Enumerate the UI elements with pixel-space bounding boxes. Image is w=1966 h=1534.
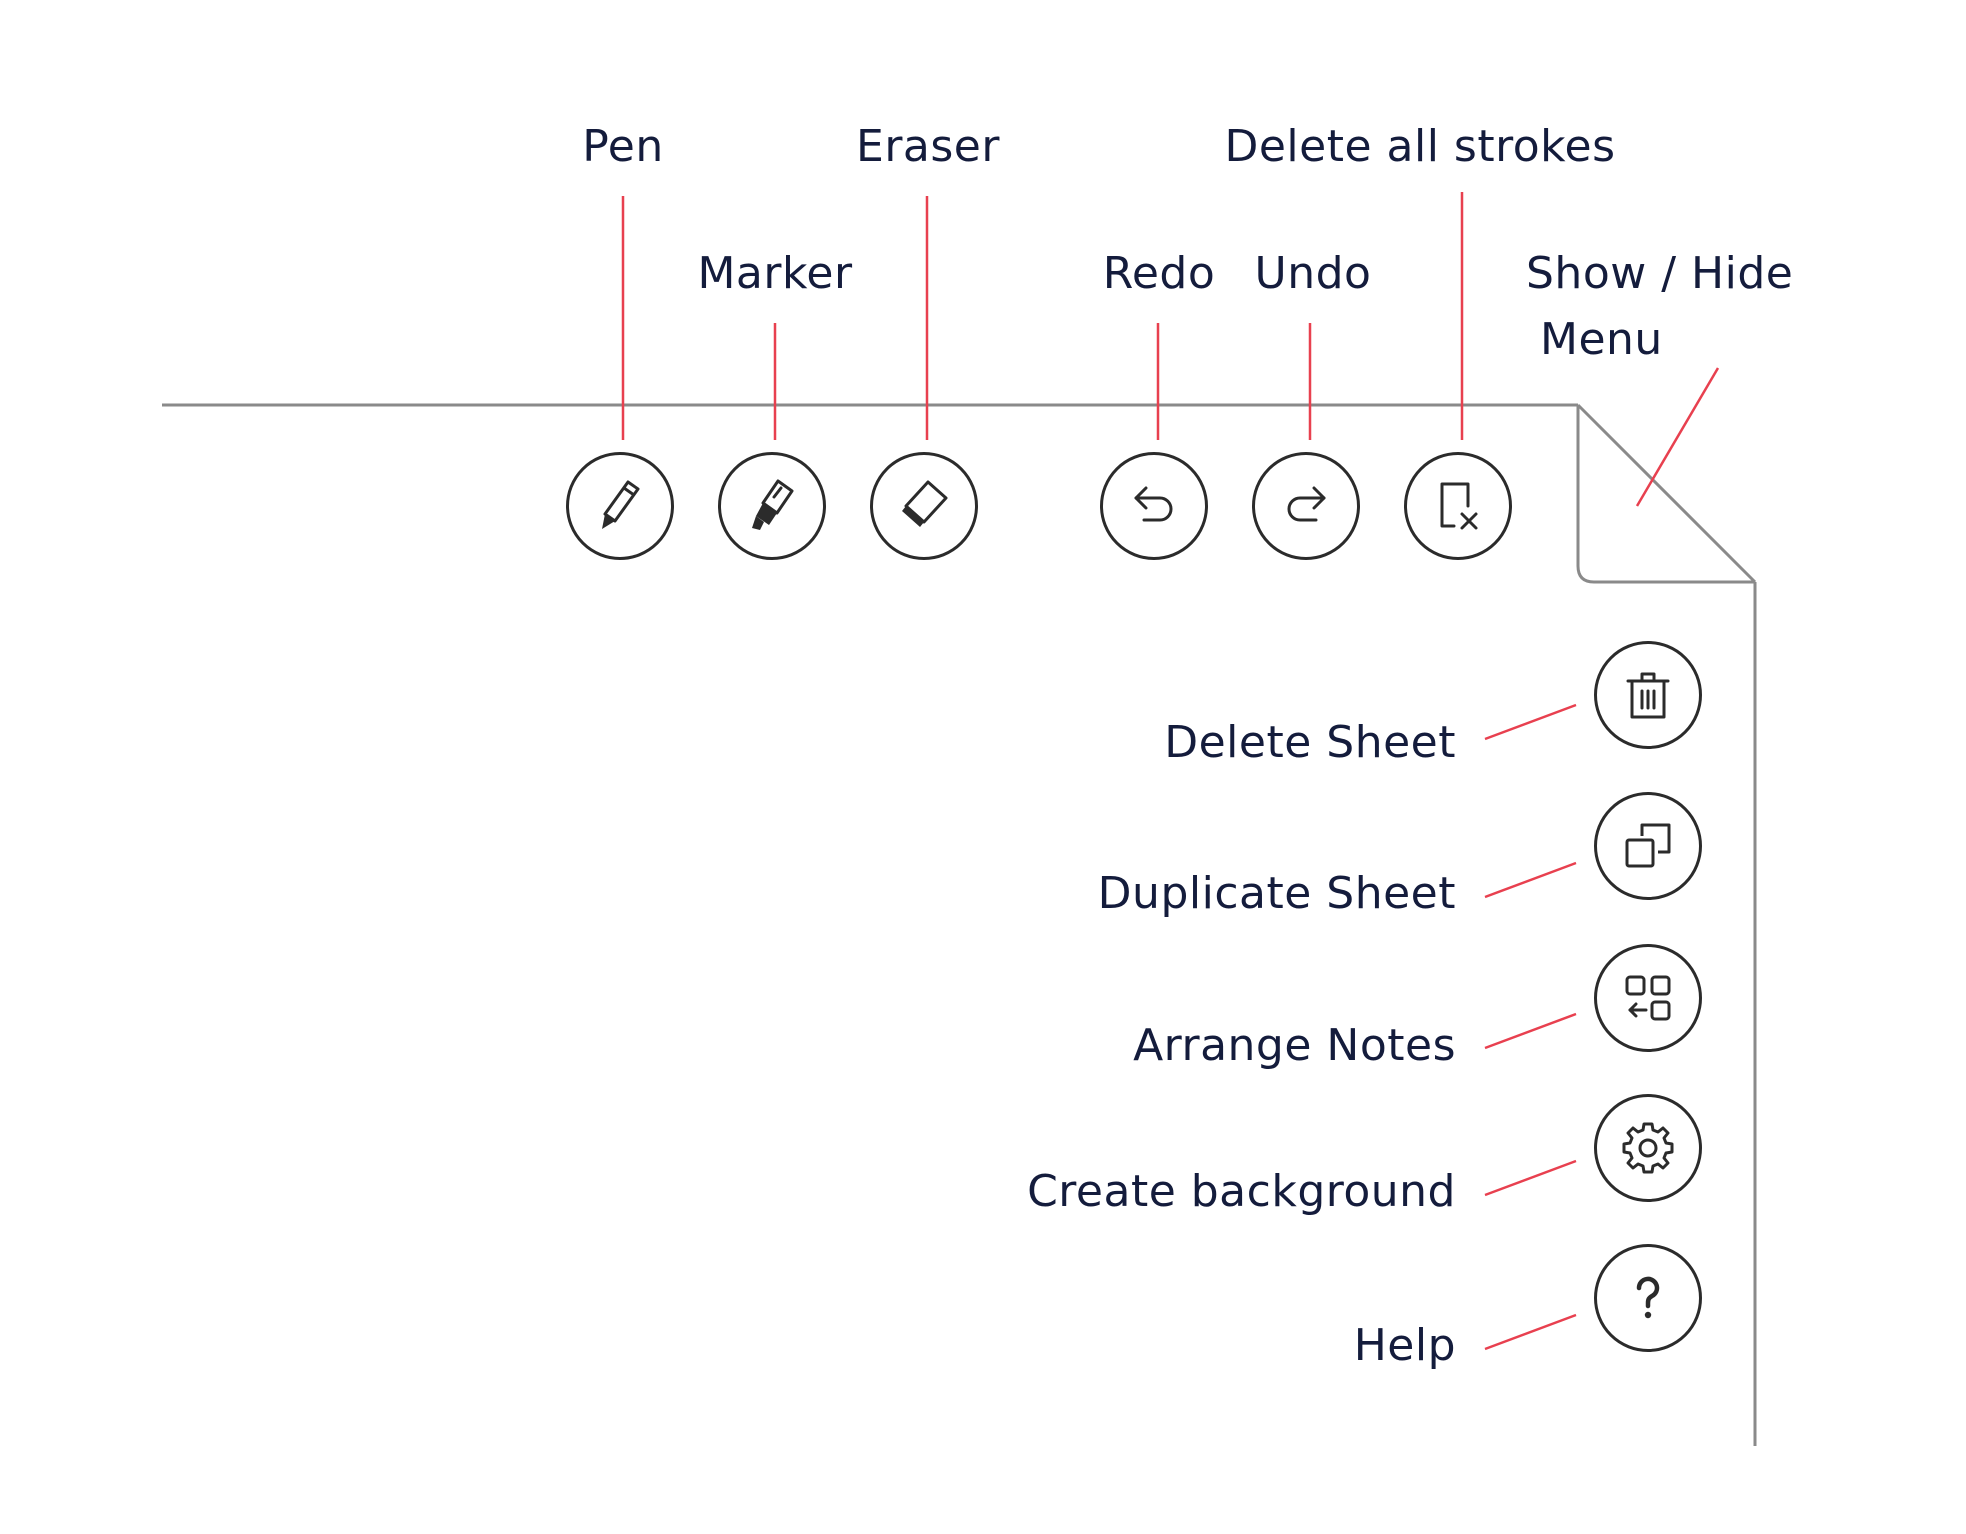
eraser-icon <box>902 480 948 527</box>
marker-button[interactable] <box>718 452 826 560</box>
show-hide-label-line1: Show / Hide <box>1526 248 1794 299</box>
pencil-icon <box>602 480 640 529</box>
callout-line-duplicate-sheet <box>1484 861 1577 899</box>
eraser-label: Eraser <box>856 121 1000 172</box>
undo-icon <box>1287 486 1326 522</box>
sheet-corner-diagonal <box>1576 403 1757 584</box>
undo-button[interactable] <box>1252 452 1360 560</box>
delete-sheet-label: Delete Sheet <box>1164 717 1456 768</box>
help-label: Help <box>1353 1320 1456 1371</box>
redo-label: Redo <box>1102 248 1216 299</box>
duplicate-sheet-button[interactable] <box>1594 792 1702 900</box>
clear-strokes-icon <box>1440 482 1478 530</box>
create-background-label: Create background <box>1027 1166 1456 1217</box>
create-background-button[interactable] <box>1594 1094 1702 1202</box>
question-mark-icon <box>1636 1276 1660 1319</box>
pen-label: Pen <box>582 121 664 172</box>
trash-icon <box>1626 672 1670 719</box>
callout-line-arrange-notes <box>1484 1012 1577 1050</box>
page-corner-fold-icon <box>1580 408 1581 409</box>
pen-button[interactable] <box>566 452 674 560</box>
sheet-outline <box>162 403 1757 1446</box>
delete-all-strokes-button[interactable] <box>1404 452 1512 560</box>
delete-all-strokes-label: Delete all strokes <box>1224 121 1616 172</box>
callout-line-create-background <box>1484 1159 1577 1197</box>
marker-label: Marker <box>697 248 853 299</box>
arrange-notes-button[interactable] <box>1594 944 1702 1052</box>
callout-lines <box>621 192 1720 1351</box>
callout-line-delete-sheet <box>1484 703 1577 741</box>
arrange-icon <box>1625 975 1671 1021</box>
duplicate-sheet-label: Duplicate Sheet <box>1097 868 1456 919</box>
arrange-notes-label: Arrange Notes <box>1133 1020 1456 1071</box>
redo-button[interactable] <box>1100 452 1208 560</box>
eraser-button[interactable] <box>870 452 978 560</box>
marker-icon <box>752 479 794 530</box>
gear-icon <box>1622 1122 1674 1174</box>
sheet-corner-fold <box>1576 405 1755 584</box>
help-button[interactable] <box>1594 1244 1702 1352</box>
undo-label: Undo <box>1254 248 1372 299</box>
duplicate-icon <box>1625 823 1671 868</box>
callout-line-help <box>1484 1313 1577 1351</box>
delete-sheet-button[interactable] <box>1594 641 1702 749</box>
callout-line-menu-toggle <box>1635 367 1720 507</box>
show-hide-menu-toggle[interactable] <box>1580 408 1750 578</box>
show-hide-label-line2: Menu <box>1540 314 1663 365</box>
redo-icon <box>1134 486 1173 522</box>
